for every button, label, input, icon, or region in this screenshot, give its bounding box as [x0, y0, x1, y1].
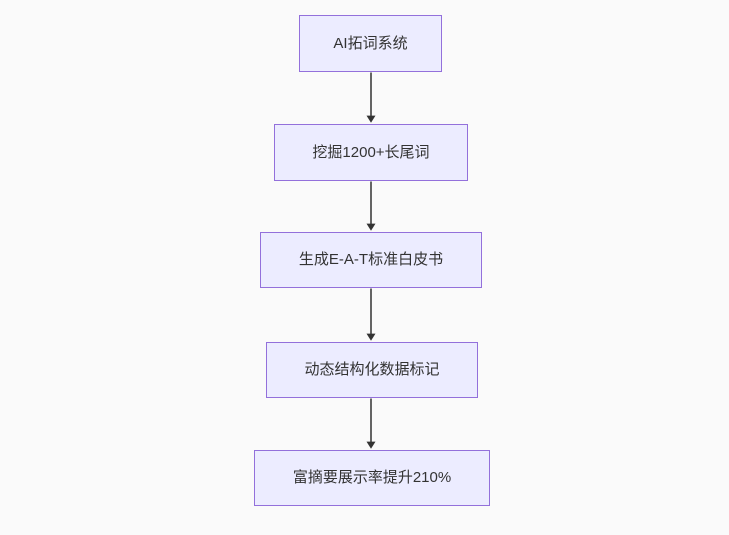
flow-node-structured-data-markup: 动态结构化数据标记 — [266, 342, 478, 398]
flow-node-longtail-mining: 挖掘1200+长尾词 — [274, 124, 468, 181]
flow-node-ai-keyword-system: AI拓词系统 — [299, 15, 442, 72]
flow-node-label: 富摘要展示率提升210% — [292, 469, 452, 486]
flow-node-label: 挖掘1200+长尾词 — [312, 143, 430, 161]
flow-node-label: 动态结构化数据标记 — [304, 361, 440, 378]
flow-node-label: AI拓词系统 — [333, 34, 408, 52]
flow-node-label: 生成E-A-T标准白皮书 — [298, 251, 444, 268]
flow-node-rich-snippet-result: 富摘要展示率提升210% — [254, 450, 490, 506]
flow-node-eat-whitepaper: 生成E-A-T标准白皮书 — [260, 232, 482, 288]
